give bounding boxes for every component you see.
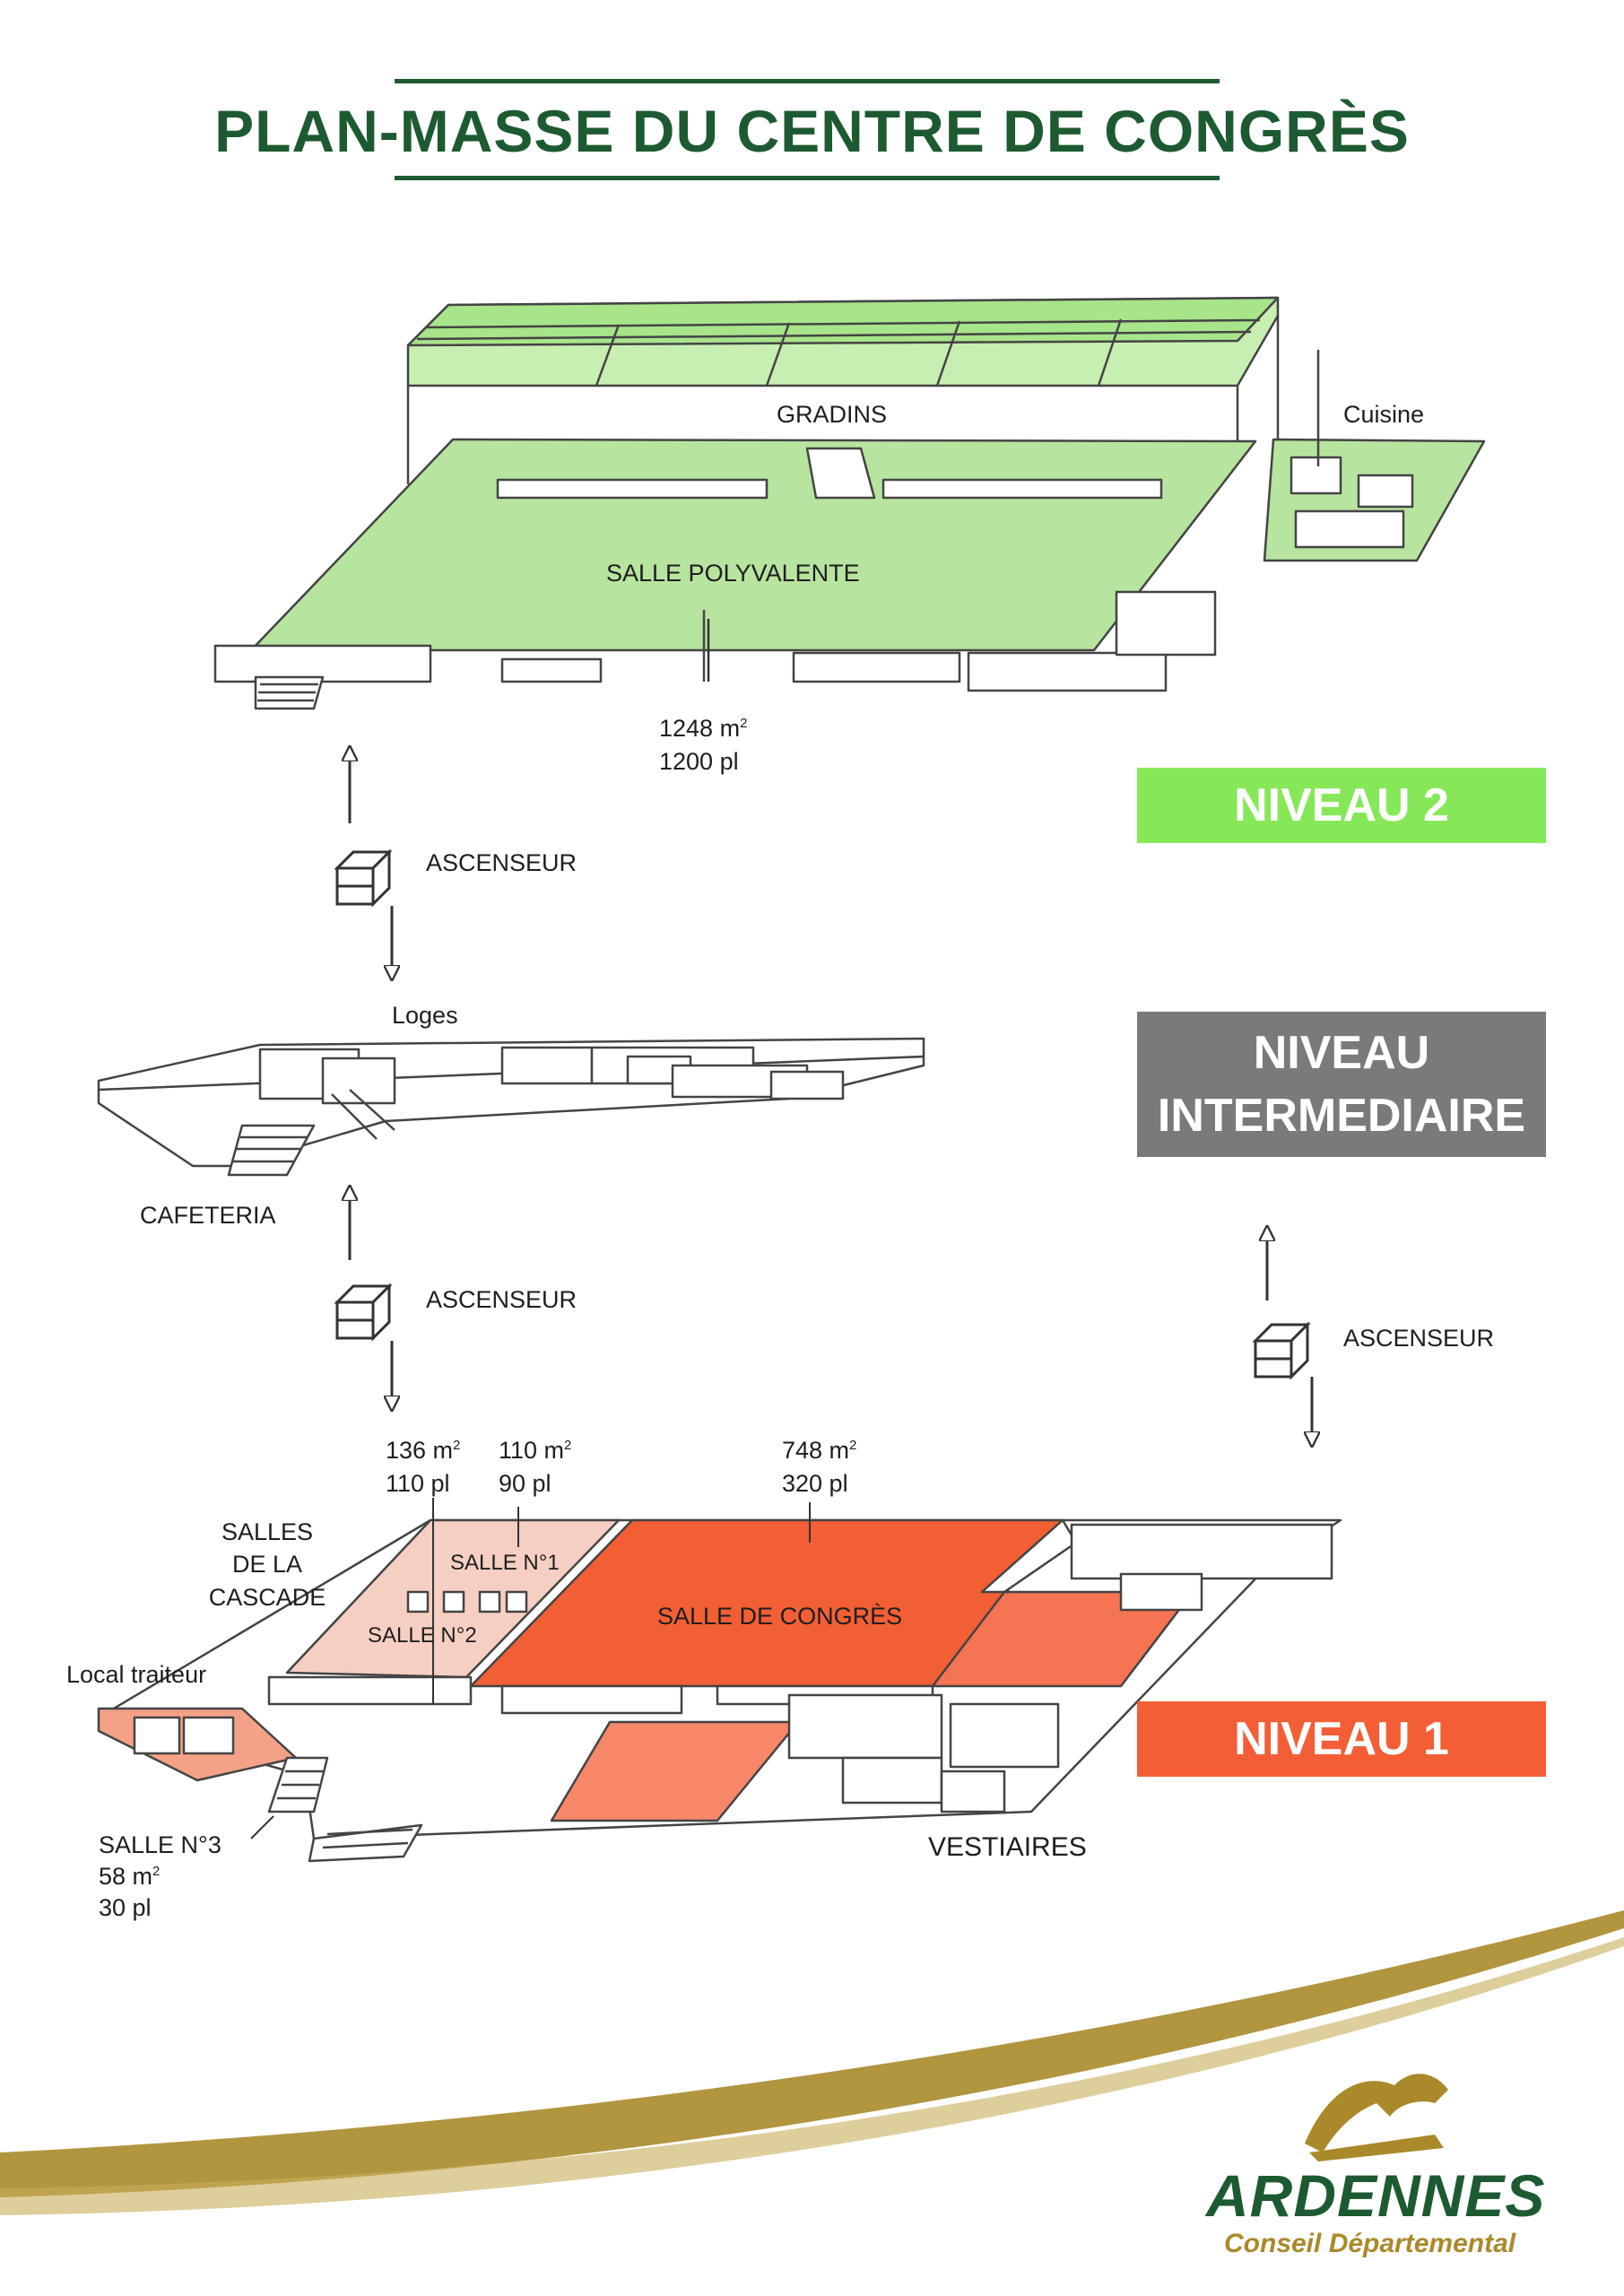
cuisine-block: [1263, 350, 1486, 562]
cascade-line3: CASCADE: [208, 1583, 326, 1611]
elevator-right: [1252, 1233, 1312, 1439]
salle3-capacity: 30 pl: [99, 1894, 152, 1921]
title-rule-bottom: [395, 176, 1220, 180]
intermediate-plan: [97, 1037, 925, 1177]
logo-name: ARDENNES: [1206, 2162, 1546, 2229]
elevator-label-middle: ASCENSEUR: [426, 1286, 578, 1313]
level1-badge: NIVEAU 1: [1137, 1701, 1546, 1777]
cascade-line1: SALLES: [221, 1518, 314, 1545]
superscript: 2: [849, 1438, 857, 1453]
intermediate-badge-line1: NIVEAU: [1253, 1026, 1430, 1079]
salle3-label: SALLE N°3: [99, 1831, 221, 1858]
level1-badge-label: NIVEAU 1: [1234, 1713, 1449, 1765]
elevator-icon: [1252, 1321, 1311, 1380]
intermediate-badge-line2: INTERMEDIAIRE: [1157, 1090, 1526, 1142]
elevator-middle: [334, 1193, 393, 1404]
level1-plan: [97, 1498, 1342, 1863]
congres-area-value: 748 m: [782, 1437, 850, 1464]
cuisine-label: Cuisine: [1343, 401, 1425, 428]
logo-boar-emblem: [1305, 2074, 1448, 2161]
level2-area-value: 1248 m: [659, 715, 741, 742]
salles-cascade-label: SALLES DE LA CASCADE: [204, 1516, 330, 1613]
elevator-upper: [334, 753, 393, 973]
salle-n1-label: SALLE N°1: [450, 1551, 560, 1575]
level2-capacity: 1200 pl: [659, 748, 739, 775]
salle3-area: 58 m2: [99, 1861, 160, 1892]
level2-badge: NIVEAU 2: [1137, 768, 1546, 843]
elevator-label-right: ASCENSEUR: [1343, 1325, 1495, 1352]
salle3-area-value: 58 m: [99, 1863, 153, 1890]
local-traiteur-label: Local traiteur: [66, 1661, 207, 1688]
level2-plan: [213, 296, 1486, 710]
congres-capacity: 320 pl: [782, 1470, 848, 1497]
gradins-label: GRADINS: [777, 401, 888, 428]
loges-label: Loges: [392, 1002, 458, 1029]
elevator-label-upper: ASCENSEUR: [426, 849, 578, 876]
elevator-icon: [334, 848, 393, 908]
level2-stairs: [254, 675, 325, 710]
salle-polyvalente-floor: [249, 438, 1257, 652]
logo-subtitle: Conseil Départemental: [1224, 2229, 1516, 2258]
superscript: 2: [152, 1864, 161, 1879]
superscript: 2: [740, 716, 748, 731]
salle2-area: 110 m2: [499, 1435, 571, 1466]
salle1-area-value: 136 m: [386, 1437, 454, 1464]
superscript: 2: [453, 1438, 461, 1453]
page-title: PLAN-MASSE DU CENTRE DE CONGRÈS: [214, 98, 1410, 164]
vestiaires-label: VESTIAIRES: [928, 1832, 1087, 1862]
salle2-area-value: 110 m: [499, 1437, 565, 1464]
salle1-capacity: 110 pl: [386, 1470, 450, 1497]
title-rule-top: [395, 79, 1220, 83]
cafeteria-label: CAFETERIA: [140, 1202, 276, 1229]
elevator-icon: [334, 1283, 393, 1342]
intermediate-badge: NIVEAU INTERMEDIAIRE: [1137, 1012, 1546, 1157]
level1-stairs: [267, 1756, 423, 1863]
cascade-line2: DE LA: [231, 1551, 303, 1578]
superscript: 2: [564, 1438, 572, 1453]
salle2-capacity: 90 pl: [499, 1470, 551, 1497]
intermediate-stairs: [227, 1124, 316, 1177]
salle-n2-label: SALLE N°2: [368, 1623, 477, 1648]
gradins-stands: [406, 296, 1280, 484]
level2-area: 1248 m2: [659, 713, 747, 744]
salle1-area: 136 m2: [386, 1435, 460, 1466]
salle-congres-label: SALLE DE CONGRÈS: [657, 1603, 903, 1630]
lower-room-floor: [550, 1720, 800, 1822]
congres-area: 748 m2: [782, 1435, 856, 1466]
logo-swoosh: [0, 1910, 1624, 2215]
salle-polyvalente-label: SALLE POLYVALENTE: [606, 560, 860, 587]
level2-badge-label: NIVEAU 2: [1234, 779, 1449, 831]
